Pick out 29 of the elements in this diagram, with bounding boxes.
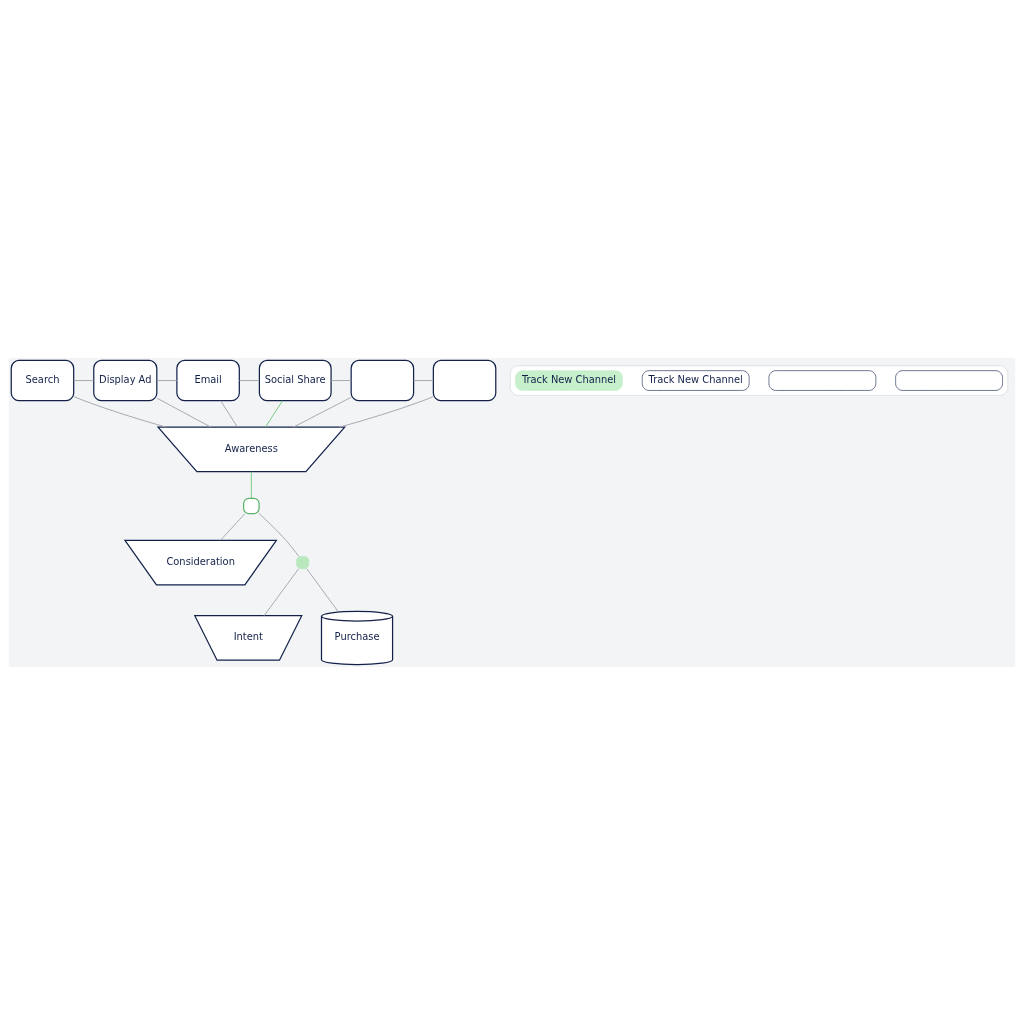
cluster [510,364,1009,396]
node-box [768,369,877,391]
node-box: Search [10,359,75,401]
node-box: Email [176,359,240,401]
node-box [350,359,415,401]
connector [220,512,246,541]
node-box: Social Share [258,359,332,401]
connector [338,395,434,428]
connector [413,379,434,381]
connector [258,512,300,557]
node-box: Display Ad [93,359,158,401]
connector [250,470,252,499]
connector [238,379,260,381]
connector [264,399,283,428]
connector [263,567,300,616]
connector [156,397,212,428]
node-box: Track New Channel [515,369,623,391]
connector [73,395,167,428]
node-box [432,359,497,401]
connector [330,379,352,381]
connector [73,379,95,381]
node-box [296,555,310,569]
connector [220,399,238,428]
connector [156,379,178,381]
connector [306,567,339,612]
connector [292,396,352,428]
node-box [895,369,1003,391]
node-box [243,497,260,514]
node-box: Track New Channel [641,369,750,391]
